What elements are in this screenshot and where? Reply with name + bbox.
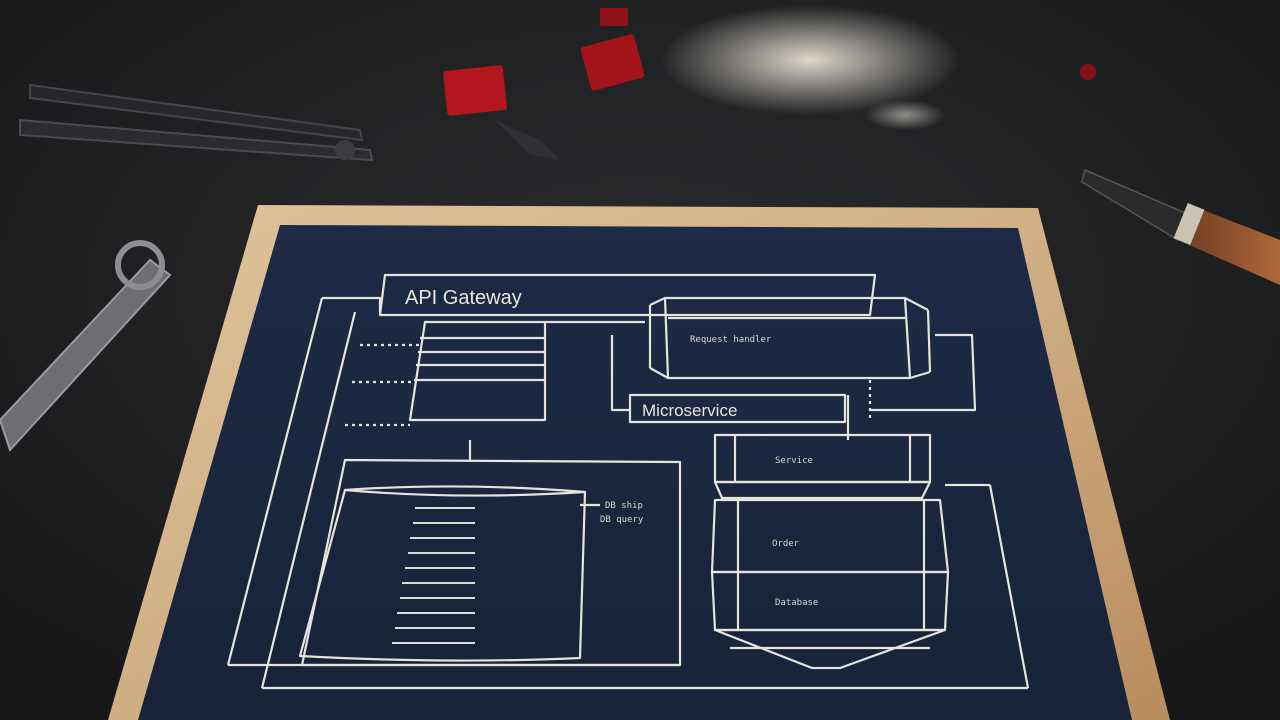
data-store-cylinder <box>298 485 587 662</box>
blueprint-panel <box>138 225 1132 720</box>
microservice-box <box>628 393 847 424</box>
data-rows <box>392 507 475 644</box>
red-blocks <box>443 8 1096 160</box>
request-handler-text: Request handler <box>690 335 772 345</box>
microservice-label: Microservice <box>642 401 737 420</box>
database-box-text: Database <box>775 598 818 608</box>
chalk-dust-small <box>865 100 945 130</box>
side-note-1: DB ship <box>605 501 643 511</box>
blueprint-drawing <box>226 273 1030 690</box>
chalk-dust <box>660 5 960 115</box>
tweezers-tool <box>19 83 374 162</box>
fountain-pen <box>1081 168 1280 285</box>
order-box-text: Order <box>772 539 800 549</box>
calipers-tool <box>0 240 172 452</box>
api-gateway-box <box>378 273 877 317</box>
api-gateway-title: API Gateway <box>405 287 522 309</box>
service-box-text: Service <box>775 456 813 466</box>
side-note-2: DB query <box>600 515 644 525</box>
